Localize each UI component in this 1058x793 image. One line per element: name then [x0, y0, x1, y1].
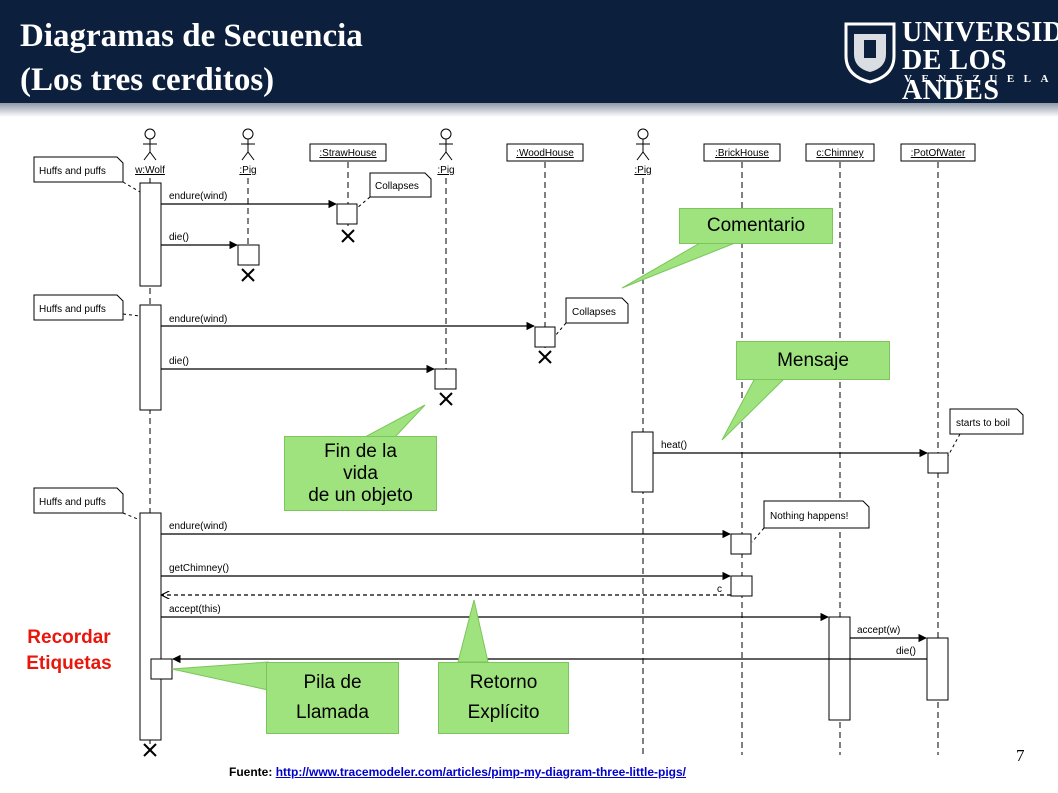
actor-pig-1: :Pig: [239, 128, 257, 176]
msg-accept-this: accept(this): [169, 604, 221, 615]
slide-title-line2: (Los tres cerditos): [20, 62, 275, 98]
activation-bars: [139, 182, 949, 741]
note-collapses-2: Collapses: [554, 297, 629, 337]
svg-text:Huffs and puffs: Huffs and puffs: [39, 166, 106, 177]
msg-accept-w: accept(w): [857, 625, 900, 636]
lifeline-label-woodhouse: :WoodHouse: [516, 148, 574, 159]
university-seal-icon: [844, 22, 896, 84]
svg-text:Huffs and puffs: Huffs and puffs: [39, 497, 106, 508]
slide-header: Diagramas de Secuencia (Los tres cerdito…: [0, 0, 1058, 106]
source-footer: Fuente: http://www.tracemodeler.com/arti…: [229, 765, 686, 779]
object-potofwater: :PotOfWater: [900, 143, 976, 162]
callout-pila-de-llamada: Pila de Llamada: [266, 662, 399, 734]
msg-die-1: die(): [169, 232, 189, 243]
note-starts-to-boil: starts to boil: [947, 408, 1024, 457]
svg-text:starts to boil: starts to boil: [956, 418, 1010, 429]
page-number: 7: [1016, 746, 1025, 765]
msg-endure-2: endure(wind): [169, 314, 227, 325]
msg-die-3: die(): [896, 646, 916, 657]
reminder-line2: Etiquetas: [26, 653, 112, 674]
actor-pig-3: :Pig: [634, 128, 652, 176]
callout-pointers: [171, 242, 787, 691]
logo-line1: UNIVERSIDAD: [902, 17, 1058, 48]
object-brickhouse: :BrickHouse: [703, 143, 781, 162]
logo-line3: VENEZUELA: [904, 73, 1058, 85]
note-collapses-1: Collapses: [356, 172, 432, 209]
callout-retorno-explicito: Retorno Explícito: [438, 662, 569, 734]
header-shadow: [0, 103, 1058, 117]
destroy-marks: [143, 229, 552, 757]
lifeline-label-potofwater: :PotOfWater: [911, 148, 966, 159]
lifeline-label-chimney: c:Chimney: [816, 148, 863, 159]
note-nothing-happens: Nothing happens!: [751, 500, 870, 543]
svg-text:Huffs and puffs: Huffs and puffs: [39, 304, 106, 315]
note-huffs-2: Huffs and puffs: [33, 294, 141, 321]
object-strawhouse: :StrawHouse: [309, 143, 387, 162]
msg-getchimney: getChimney(): [169, 563, 229, 574]
note-huffs-3: Huffs and puffs: [33, 487, 141, 521]
slide-title-line1: Diagramas de Secuencia: [20, 18, 363, 54]
lifeline-label-pig-2: :Pig: [437, 165, 454, 176]
callout-fin-de-vida: Fin de la vida de un objeto: [284, 436, 437, 511]
object-woodhouse: :WoodHouse: [506, 143, 584, 162]
source-link[interactable]: http://www.tracemodeler.com/articles/pim…: [275, 765, 686, 779]
lifeline-label-brickhouse: :BrickHouse: [715, 148, 769, 159]
lifeline-label-pig-1: :Pig: [239, 165, 256, 176]
lifeline-label-pig-3: :Pig: [634, 165, 651, 176]
callout-mensaje: Mensaje: [736, 341, 890, 380]
svg-text:Collapses: Collapses: [572, 307, 616, 318]
lifeline-label-strawhouse: :StrawHouse: [319, 148, 377, 159]
lifeline-label-wolf: w:Wolf: [134, 165, 165, 176]
source-label: Fuente:: [229, 765, 273, 779]
note-huffs-1: Huffs and puffs: [33, 156, 141, 193]
actor-pig-2: :Pig: [437, 128, 455, 176]
svg-text:Nothing happens!: Nothing happens!: [770, 511, 848, 522]
msg-endure-3: endure(wind): [169, 521, 227, 532]
msg-heat: heat(): [661, 440, 687, 451]
message-labels: endure(wind) die() endure(wind) die() he…: [169, 191, 916, 657]
logo-line2: DE LOS ANDES: [902, 45, 1007, 106]
svg-text:Collapses: Collapses: [375, 181, 419, 192]
object-chimney: c:Chimney: [805, 143, 875, 162]
msg-return-c: c: [717, 584, 722, 595]
actor-wolf: w:Wolf: [134, 128, 165, 176]
callout-comentario: Comentario: [679, 208, 833, 244]
msg-endure-1: endure(wind): [169, 191, 227, 202]
reminder-line1: Recordar: [27, 627, 111, 648]
msg-die-2: die(): [169, 356, 189, 367]
message-arrows: [161, 199, 928, 664]
